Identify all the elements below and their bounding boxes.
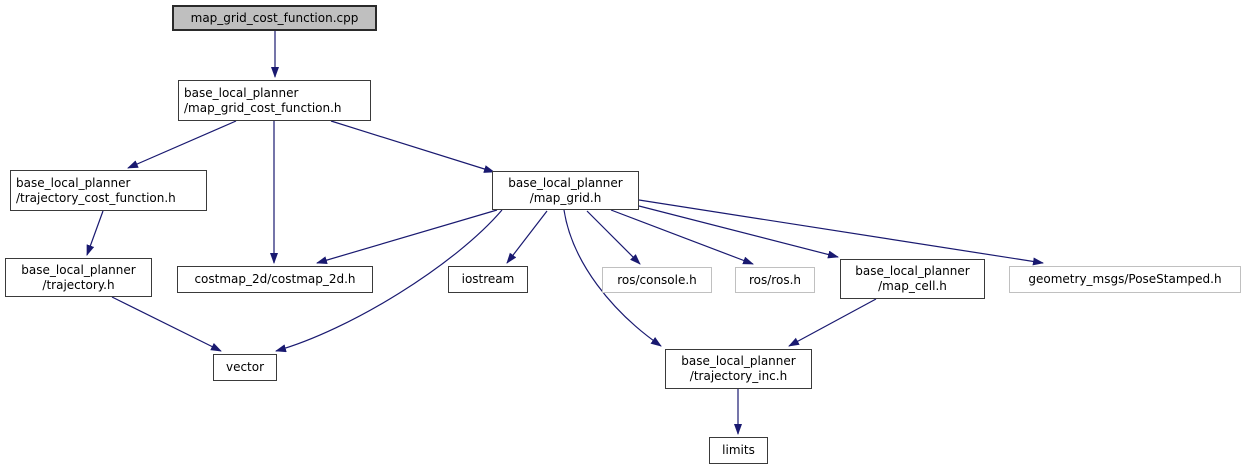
edge-trajectory_h-to-vector: [111, 296, 222, 352]
node-vector[interactable]: vector: [213, 354, 277, 381]
node-iostream[interactable]: iostream: [448, 266, 528, 293]
node-geometry-msgs-posestamped-h: geometry_msgs/PoseStamped.h: [1009, 266, 1241, 293]
node-limits[interactable]: limits: [709, 437, 768, 464]
node-ros-ros-h: ros/ros.h: [735, 267, 815, 293]
node-costmap-2d-h[interactable]: costmap_2d/costmap_2d.h: [177, 266, 373, 293]
node-trajectory-h[interactable]: base_local_planner /trajectory.h: [5, 258, 152, 297]
edge-map_grid_h-to-ros_console_h: [586, 210, 641, 265]
edge-map_grid_cost_function_h-to-map_grid_h: [330, 120, 495, 173]
node-trajectory-cost-function-h[interactable]: base_local_planner /trajectory_cost_func…: [10, 170, 207, 211]
edge-map_grid_h-to-map_cell_h: [638, 205, 839, 259]
edge-map_grid_h-to-ros_ros_h: [610, 209, 754, 265]
node-map-grid-h[interactable]: base_local_planner /map_grid.h: [492, 171, 639, 210]
node-trajectory-inc-h[interactable]: base_local_planner /trajectory_inc.h: [665, 349, 812, 389]
node-ros-console-h: ros/console.h: [602, 267, 712, 293]
edge-trajectory_cost_function_h-to-trajectory_h: [86, 210, 104, 256]
edge-map_grid_h-to-vector: [275, 209, 503, 353]
edge-map_grid_h-to-iostream: [506, 210, 548, 264]
edge-map_grid_h-to-trajectory_inc_h: [563, 209, 662, 347]
node-map-grid-cost-function-h[interactable]: base_local_planner /map_grid_cost_functi…: [178, 80, 371, 121]
node-map-cell-h[interactable]: base_local_planner /map_cell.h: [840, 259, 985, 299]
node-map-grid-cost-function-cpp: map_grid_cost_function.cpp: [172, 5, 377, 31]
edge-map_cell_h-to-trajectory_inc_h: [788, 298, 877, 347]
edge-map_grid_cost_function_h-to-trajectory_cost_function_h: [127, 120, 237, 169]
edge-map_grid_h-to-pose_stamped_h: [638, 199, 1044, 266]
edge-map_grid_h-to-costmap_2d_h: [316, 209, 498, 265]
